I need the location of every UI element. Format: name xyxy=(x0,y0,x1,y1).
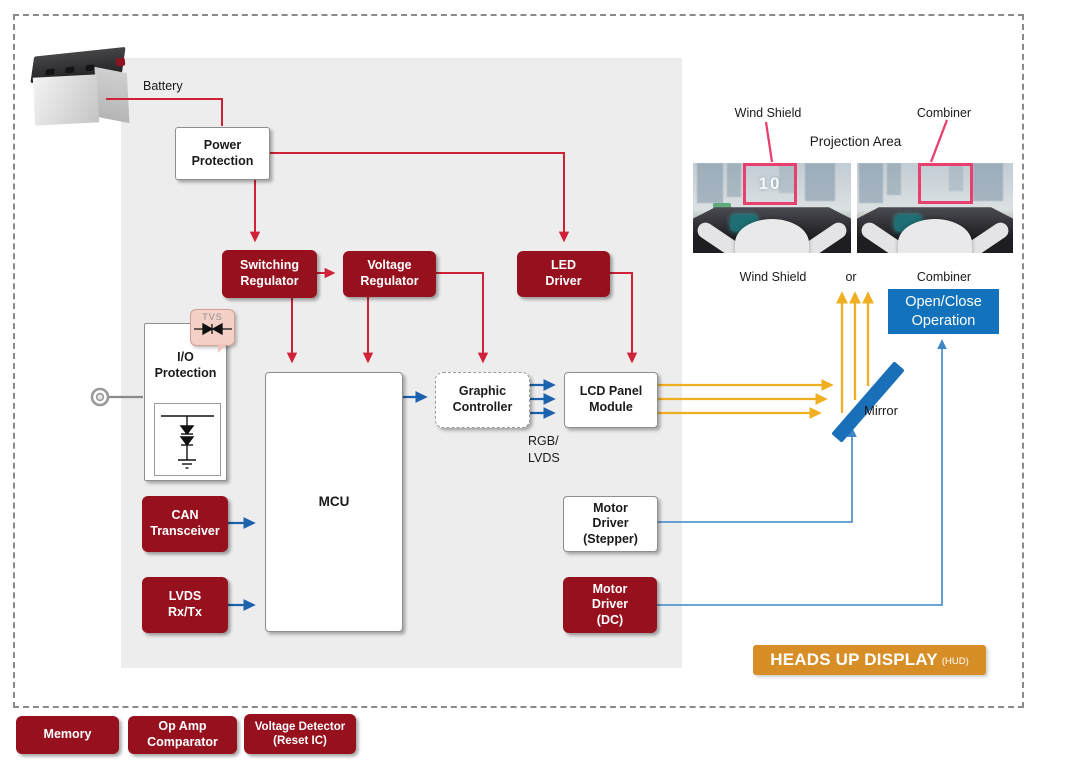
combiner-bottom-label: Combiner xyxy=(916,270,972,284)
led-driver-block: LED Driver xyxy=(517,251,610,297)
combiner-top-label: Combiner xyxy=(916,106,972,120)
buildings xyxy=(949,163,963,191)
power-protection-block: Power Protection xyxy=(175,127,270,180)
projection-area-label: Projection Area xyxy=(809,134,902,149)
wind-shield-photo: 10 xyxy=(693,163,851,253)
tvs-callout: TVS xyxy=(190,309,235,346)
banner-suffix: (HUD) xyxy=(941,656,969,667)
projection-speed-reading: 10 xyxy=(758,174,782,193)
wind-shield-bottom-label: Wind Shield xyxy=(739,270,807,284)
tvs-diode-icon xyxy=(193,322,232,336)
buildings xyxy=(805,163,835,201)
switching-regulator-block: Switching Regulator xyxy=(222,250,317,298)
graphic-controller-block: Graphic Controller xyxy=(435,372,530,428)
combiner-projection-highlight xyxy=(918,163,973,204)
combiner-photo xyxy=(857,163,1013,253)
io-protection-block: I/O Protection xyxy=(144,323,227,481)
wind-shield-projection-highlight: 10 xyxy=(743,163,797,205)
or-label: or xyxy=(845,270,857,284)
heads-up-display-banner: HEADS UP DISPLAY (HUD) xyxy=(753,645,986,675)
mirror-label: Mirror xyxy=(864,403,898,418)
motor-driver-dc-block: Motor Driver (DC) xyxy=(563,577,657,633)
driver-figure xyxy=(898,219,972,253)
battery-cap xyxy=(45,68,55,76)
buildings xyxy=(779,163,795,193)
buildings xyxy=(859,163,883,203)
tvs-callout-tail xyxy=(218,344,227,353)
battery-side xyxy=(94,66,130,124)
buildings xyxy=(887,163,901,195)
open-close-operation-box: Open/Close Operation xyxy=(888,289,999,334)
tvs-circuit-symbol xyxy=(154,403,221,476)
buildings xyxy=(727,163,741,197)
battery-terminal xyxy=(115,57,126,67)
buildings xyxy=(697,163,723,203)
banner-title: HEADS UP DISPLAY xyxy=(770,650,938,669)
voltage-regulator-block: Voltage Regulator xyxy=(343,251,436,297)
tvs-label: TVS xyxy=(202,312,223,322)
battery-icon xyxy=(28,36,130,128)
memory-block: Memory xyxy=(16,716,119,754)
battery-cap xyxy=(65,66,75,74)
rgb-lvds-label: RGB/ LVDS xyxy=(528,434,560,465)
lvds-rx-tx-block: LVDS Rx/Tx xyxy=(142,577,228,633)
driver-figure xyxy=(735,219,809,253)
battery-label: Battery xyxy=(143,79,183,93)
motor-driver-stepper-block: Motor Driver (Stepper) xyxy=(563,496,658,552)
mcu-block: MCU xyxy=(265,372,403,632)
street-detail xyxy=(713,203,731,211)
io-protection-label: I/O Protection xyxy=(154,350,217,380)
wind-shield-top-label: Wind Shield xyxy=(734,106,802,120)
battery-front xyxy=(32,74,100,126)
op-amp-comparator-block: Op Amp Comparator xyxy=(128,716,237,754)
dashed-border xyxy=(13,14,1024,708)
buildings xyxy=(973,163,1003,201)
can-transceiver-block: CAN Transceiver xyxy=(142,496,228,552)
voltage-detector-block: Voltage Detector (Reset IC) xyxy=(244,714,356,754)
lcd-panel-module-block: LCD Panel Module xyxy=(564,372,658,428)
battery-cap xyxy=(84,64,95,72)
